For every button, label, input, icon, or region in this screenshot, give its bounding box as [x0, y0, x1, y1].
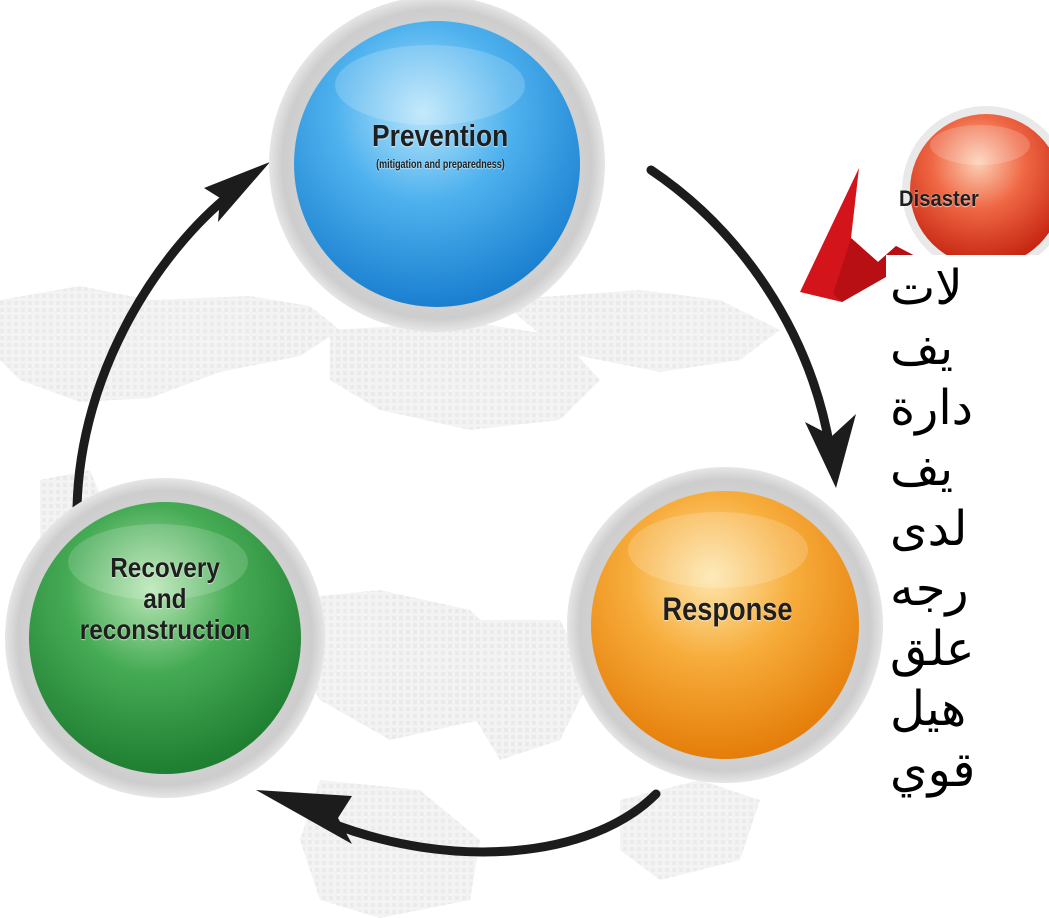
arrowhead-to-prevention — [204, 162, 270, 222]
arrow-recovery-to-prevention — [72, 188, 237, 513]
response-label: Response — [617, 591, 837, 628]
arabic-line-6: رجه — [890, 561, 969, 618]
arabic-line-4: يف — [890, 440, 954, 497]
side-text-background — [886, 255, 1049, 918]
arrowhead-to-response — [805, 414, 856, 488]
arabic-line-5: لدى — [890, 500, 968, 557]
prevention-subtitle: (mitigation and preparedness) — [375, 159, 505, 171]
arabic-line-7: علق — [890, 621, 975, 678]
recovery-line-1: Recovery — [110, 552, 220, 583]
world-map-background — [0, 286, 780, 918]
arabic-line-3: دارة — [890, 380, 974, 437]
prevention-label: Prevention (mitigation and preparedness) — [320, 118, 560, 171]
recovery-circle — [5, 478, 325, 798]
prevention-circle — [269, 0, 605, 332]
recovery-line-3: reconstruction — [79, 614, 251, 645]
prevention-title: Prevention — [371, 118, 509, 153]
arabic-side-text: لات يف دارة يف لدى رجه علق هيل قوي — [890, 258, 1049, 800]
disaster-circle — [902, 106, 1049, 274]
cycle-arrows — [72, 162, 856, 857]
recovery-line-2: and — [143, 583, 187, 614]
arabic-line-8: هيل — [890, 681, 967, 738]
arabic-line-9: قوي — [890, 741, 976, 798]
arabic-line-1: لات — [890, 260, 963, 316]
recovery-label: Recovery and reconstruction — [40, 552, 290, 645]
response-title: Response — [662, 591, 792, 627]
arabic-line-2: يف — [890, 320, 954, 377]
arrowhead-to-recovery — [256, 790, 352, 844]
disaster-title: Disaster — [899, 186, 979, 211]
arrow-response-to-recovery — [323, 789, 661, 857]
response-circle — [567, 467, 883, 783]
arrow-prevention-to-response — [646, 165, 835, 453]
disaster-label: Disaster — [899, 186, 986, 212]
